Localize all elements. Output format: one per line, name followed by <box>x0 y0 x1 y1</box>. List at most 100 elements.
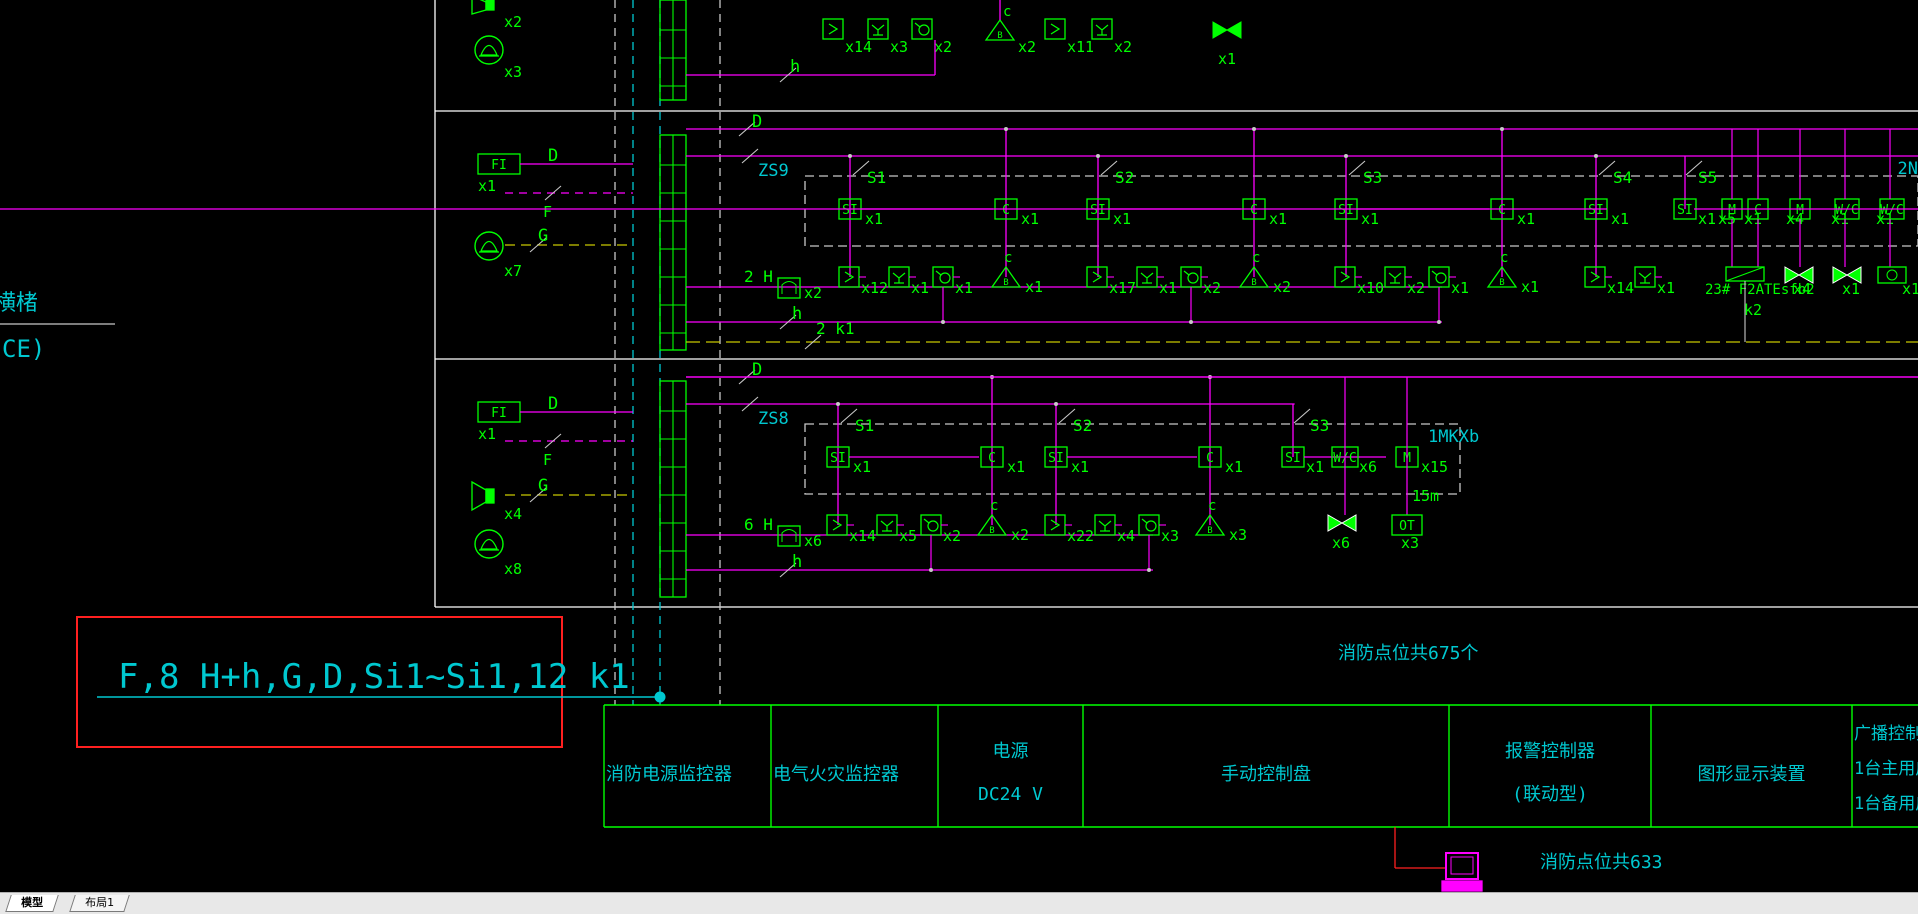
controller-text: 消防电源监控器 <box>606 764 732 785</box>
manual-call-point-icon <box>1138 514 1160 536</box>
output-module-icon <box>777 277 801 299</box>
wire-slash-mark <box>1685 160 1703 176</box>
monitor-screen <box>1450 856 1474 875</box>
s-label: S5 <box>1698 168 1717 187</box>
count-label: x11 <box>1067 38 1094 56</box>
count-label: x15 <box>1421 458 1448 476</box>
count-label: x1 <box>1876 210 1894 228</box>
controller-text: 手动控制盘 <box>1221 764 1311 785</box>
tab-layout1[interactable]: 布局1 <box>69 895 130 912</box>
icon-frame <box>1391 514 1423 536</box>
icon-glyph <box>1140 272 1154 284</box>
count-label: x1 <box>478 425 496 443</box>
icon-glyph <box>914 22 921 28</box>
icon-glyph: FI <box>491 406 507 421</box>
icon-glyph <box>781 281 797 294</box>
count-label: x1 <box>1218 50 1236 68</box>
controller-text: 广播控制盘50 <box>1854 724 1918 744</box>
count-label: x14 <box>1607 279 1634 297</box>
count-label: x1 <box>1361 210 1379 228</box>
icon-frame <box>1091 18 1113 40</box>
icon-glyph <box>480 538 498 550</box>
icon-frame <box>990 265 1022 288</box>
icon-glyph: FI <box>491 158 507 173</box>
icon-glyph <box>832 519 843 531</box>
controller-text: 电气火灾监控器 <box>773 764 899 785</box>
s-label: S1 <box>867 168 886 187</box>
icon-glyph: SI <box>1090 203 1106 218</box>
wire-slash-mark <box>741 148 759 164</box>
count-label: x1 <box>1007 458 1025 476</box>
zs-label: ZS8 <box>758 409 789 429</box>
wire-slash-mark <box>529 487 547 503</box>
icon-glyph: B <box>1499 278 1504 288</box>
sounder-strobe-icon: B <box>1238 265 1270 288</box>
icon-glyph <box>1725 266 1765 282</box>
icon-glyph: W/C <box>1835 203 1858 218</box>
count-label: x1 <box>1698 210 1716 228</box>
control-module-icon: C <box>1198 446 1222 468</box>
controller-box: 手动控制盘 <box>1221 764 1311 785</box>
controller-text: 图形显示装置 <box>1698 764 1806 785</box>
icon-glyph <box>1886 269 1898 281</box>
icon-frame <box>867 18 889 40</box>
node-dot <box>1004 127 1008 131</box>
F-label: F <box>543 203 552 221</box>
fire-indicator-icon: FI <box>477 401 521 423</box>
controller-box: 报警控制器(联动型) <box>1505 741 1595 805</box>
speaker-horn-icon <box>485 0 495 11</box>
icon-glyph <box>1098 520 1112 532</box>
c-label: c <box>1004 250 1012 266</box>
smoke-detector-icon <box>1044 18 1066 40</box>
wire-slash-mark <box>1598 160 1616 176</box>
keyboard-base <box>1441 880 1483 892</box>
wire-slash-mark <box>779 314 797 330</box>
fire-damper-valve-icon <box>1832 266 1862 284</box>
heat-detector-icon <box>1634 266 1656 288</box>
wire-slash-mark <box>741 396 759 412</box>
icon-frame <box>1044 18 1066 40</box>
smoke-detector-icon <box>838 266 860 288</box>
icon-glyph <box>1092 271 1103 283</box>
count-label: x22 <box>1067 527 1094 545</box>
count-label: x2 <box>1011 526 1029 544</box>
count-label: x5 <box>899 527 917 545</box>
controller-box: 消防电源监控器 <box>606 764 732 785</box>
zs-label: ZS9 <box>758 161 789 181</box>
icon-glyph <box>1050 519 1061 531</box>
count-label: x1 <box>1025 278 1043 296</box>
count-label: x3 <box>1229 526 1247 544</box>
controller-text: (联动型) <box>1512 784 1588 805</box>
tab-model[interactable]: 模型 <box>5 895 59 912</box>
icon-frame <box>474 529 504 559</box>
sounder-strobe-icon: B <box>1486 265 1518 288</box>
icon-glyph <box>880 520 894 532</box>
zone-dashed-enclosure <box>804 423 1461 495</box>
count-label: x1 <box>1842 280 1860 298</box>
wire-slash-mark <box>1100 160 1118 176</box>
icon-frame <box>984 18 1016 41</box>
s-label: S1 <box>855 416 874 435</box>
heat-detector-icon <box>1091 18 1113 40</box>
count-label: x4 <box>1793 280 1811 298</box>
count-label: x1 <box>1521 278 1539 296</box>
icon-glyph <box>828 23 839 35</box>
count-label: x1 <box>1831 210 1849 228</box>
controller-text: DC24 V <box>978 784 1043 805</box>
fire-damper-valve-icon <box>1327 514 1357 532</box>
node-dot <box>848 154 852 158</box>
count-label: x1 <box>478 177 496 195</box>
wire-slash-mark <box>1058 408 1076 424</box>
icon-glyph <box>927 520 939 532</box>
wire-slash-mark <box>804 334 822 350</box>
icon-glyph <box>1340 271 1351 283</box>
icon-glyph <box>1431 270 1438 276</box>
s-label: S2 <box>1073 416 1092 435</box>
icon-frame <box>826 514 848 536</box>
